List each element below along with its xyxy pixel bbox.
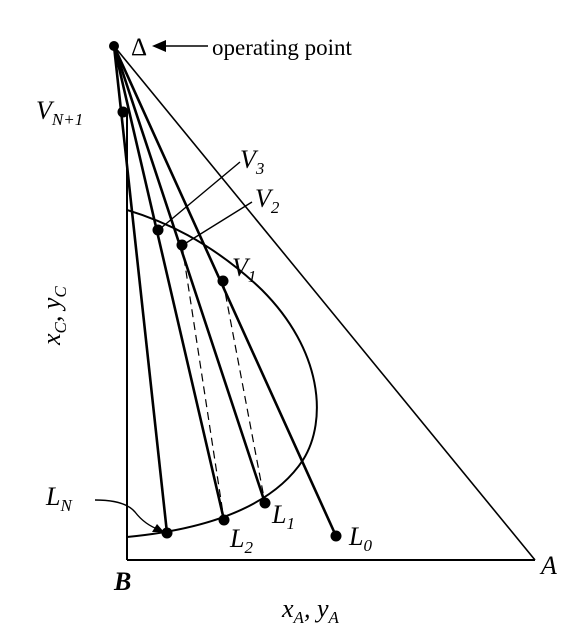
v2-leader: [185, 201, 253, 244]
point-v2: [176, 239, 188, 251]
point-l1: [259, 497, 271, 509]
operating-point-dot: [109, 41, 119, 51]
vertex-a-label: A: [539, 551, 557, 580]
v3-leader: [160, 161, 241, 229]
x-axis-label: xA, yA: [281, 594, 339, 627]
operating-line-v3-l2: [112, 45, 226, 521]
label-l0: L0: [348, 522, 372, 555]
operating-lines: [112, 45, 338, 537]
tie-line-v2-l2: [181, 244, 225, 521]
label-leaders: [94, 161, 253, 532]
y-axis-label: xC, yC: [37, 286, 70, 346]
operating-line-vn1-ln: [112, 45, 169, 534]
stage-labels: VN+1 V3 V2 V1 LN L2 L1 L0: [36, 96, 372, 557]
label-l1: L1: [271, 500, 295, 533]
tie-lines: [181, 244, 266, 521]
vertex-b-label: B: [113, 567, 131, 596]
point-v1: [217, 275, 229, 287]
operating-point-arrowhead: [152, 40, 166, 52]
label-v2: V2: [255, 184, 280, 217]
label-v3: V3: [240, 145, 264, 178]
ln-leader-arrowhead: [152, 524, 164, 532]
label-v-n-plus-1: VN+1: [36, 96, 83, 129]
operating-line-v2-l1: [112, 45, 267, 504]
operating-line-v1-l0: [112, 45, 338, 537]
label-ln: LN: [45, 482, 73, 515]
point-v3: [152, 224, 164, 236]
tie-line-v1-l1: [222, 280, 266, 504]
point-l0: [330, 530, 342, 542]
label-l2: L2: [229, 524, 253, 557]
hypotenuse: [113, 45, 536, 561]
stage-points: [109, 41, 342, 542]
label-v1: V1: [232, 253, 256, 286]
point-ln: [161, 527, 173, 539]
point-v-n-plus-1: [117, 106, 129, 118]
delta-label: Δ: [131, 34, 147, 61]
point-l2: [218, 514, 230, 526]
ln-leader: [94, 499, 161, 531]
operating-point-label: operating point: [212, 35, 352, 60]
triangle-frame: [113, 45, 536, 561]
operating-point-annotation: Δ operating point: [131, 34, 352, 61]
